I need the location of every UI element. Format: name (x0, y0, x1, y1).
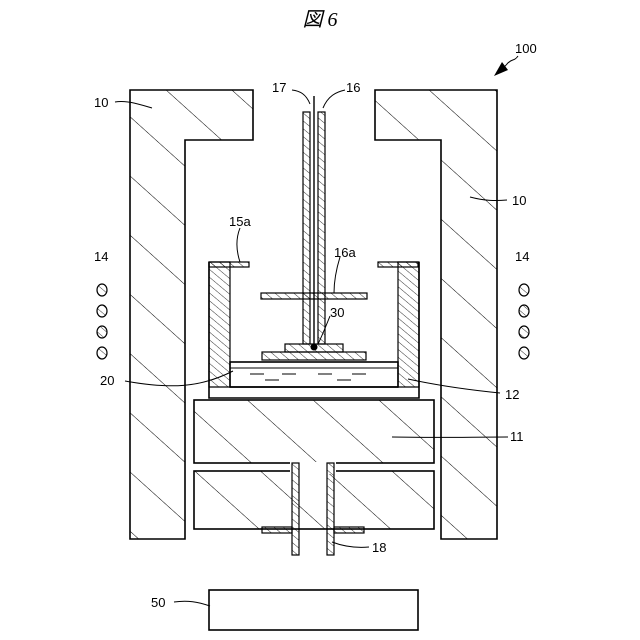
shaft-left (292, 463, 299, 555)
pull-tube-outer-right (318, 112, 325, 344)
controller-box (209, 590, 418, 630)
tube-flange-16a (261, 293, 367, 299)
lid-flange-left (209, 262, 249, 267)
seed-crystal (311, 344, 318, 351)
label-melt: 20 (100, 373, 114, 388)
melt-dashes (250, 374, 366, 380)
label-crucible: 12 (505, 387, 519, 402)
coil-left (97, 284, 107, 359)
label-tube-inner: 17 (272, 80, 286, 95)
label-lid: 15a (229, 214, 251, 229)
shaft-collar-right (334, 527, 364, 533)
label-shaft: 18 (372, 540, 386, 555)
figure-title: 図 6 (303, 9, 338, 31)
label-coil-left: 14 (94, 249, 108, 264)
label-flange: 16a (334, 245, 356, 260)
label-coil-right: 14 (515, 249, 529, 264)
support-block-lower (194, 471, 434, 529)
shaft-collar-left (262, 527, 292, 533)
label-support: 11 (510, 429, 524, 444)
coil-right (519, 284, 529, 359)
label-tube-outer: 16 (346, 80, 360, 95)
label-outer-body-left: 10 (94, 95, 108, 110)
label-outer-body-right: 10 (512, 193, 526, 208)
shaft-right (327, 463, 334, 555)
label-seed: 30 (330, 305, 344, 320)
lid-flange-right (378, 262, 418, 267)
crucible-left-wall (209, 262, 230, 387)
label-controller: 50 (151, 595, 165, 610)
label-apparatus: 100 (515, 41, 537, 56)
seed-holder-lower (262, 352, 366, 360)
support-block-upper (194, 400, 434, 463)
apparatus-arrow (494, 56, 518, 76)
crucible-right-wall (398, 262, 419, 387)
pull-tube-outer-left (303, 112, 310, 344)
